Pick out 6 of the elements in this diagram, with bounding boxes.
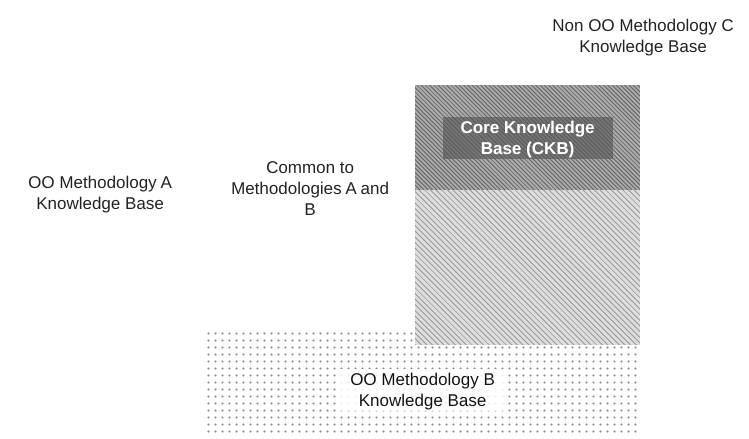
set-label: OO Methodology A Knowledge Base: [27, 172, 173, 214]
hatched-box: [415, 190, 640, 345]
set-label: Common to Methodologies A and B: [230, 157, 390, 220]
dark-hatched-box: [415, 85, 640, 190]
set-label: Non OO Methodology C Knowledge Base: [551, 15, 735, 57]
region-label: Core Knowledge Base (CKB): [442, 116, 612, 158]
